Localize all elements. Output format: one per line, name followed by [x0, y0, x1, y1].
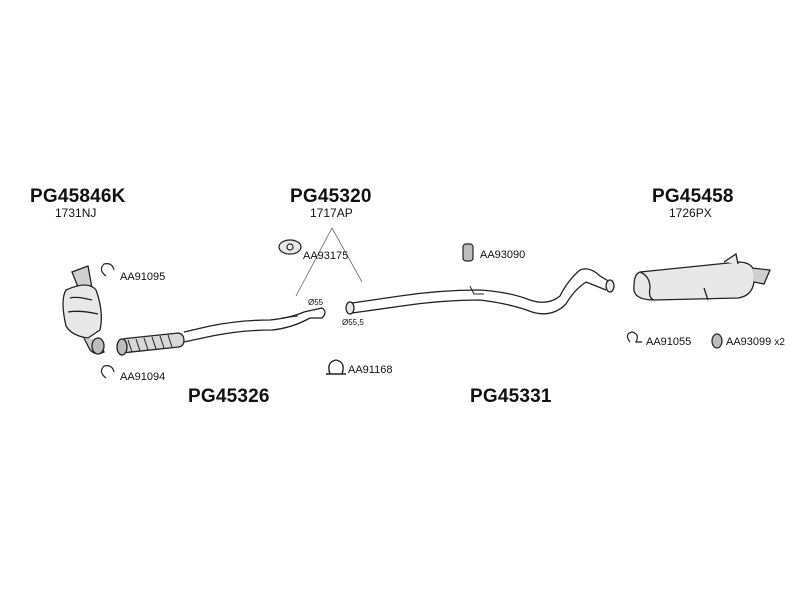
- clamp-icon-rear: [626, 331, 642, 343]
- part-label-clamp-mid: AA91168: [348, 364, 393, 376]
- hanger-icon-mid: [462, 243, 474, 262]
- gasket-icon: [278, 239, 302, 255]
- assembly-code-silencer: PG45458: [652, 186, 734, 207]
- assembly-code-catalytic: PG45846K: [30, 186, 126, 207]
- middle-pipe: [345, 268, 615, 315]
- assembly-ref-silencer: 1726PX: [669, 206, 712, 220]
- catalytic-converter: [62, 265, 105, 355]
- assembly-ref-front-pipe: 1717AP: [310, 206, 353, 220]
- diameter-label-rear: Ø55,5: [342, 318, 364, 327]
- front-pipe: [116, 307, 326, 356]
- part-label-clamp-rear: AA91055: [646, 336, 692, 348]
- clamp-icon-mid: [326, 359, 346, 375]
- assembly-ref-catalytic: 1731NJ: [55, 206, 97, 220]
- part-label-clamp-top: AA91095: [120, 271, 166, 283]
- hanger-rear-code: AA93099: [726, 336, 772, 348]
- part-label-hanger-mid: AA93090: [480, 249, 526, 261]
- diameter-label-front: Ø55: [308, 298, 324, 307]
- assembly-code-middle: PG45331: [470, 386, 552, 407]
- hanger-icon-rear: [711, 333, 723, 349]
- leader-lines: [295, 227, 363, 297]
- rear-silencer: [633, 252, 771, 301]
- part-label-hanger-rear: AA93099 x2: [726, 336, 785, 348]
- clamp-icon-bottom: [100, 365, 115, 379]
- assembly-code-front-pipe: PG45320: [290, 186, 372, 207]
- assembly-code-front-flex: PG45326: [188, 386, 270, 407]
- hanger-rear-qty: x2: [774, 337, 785, 348]
- clamp-icon-top: [100, 263, 115, 277]
- part-label-gasket: AA93175: [303, 250, 349, 262]
- part-label-clamp-bottom: AA91094: [120, 371, 166, 383]
